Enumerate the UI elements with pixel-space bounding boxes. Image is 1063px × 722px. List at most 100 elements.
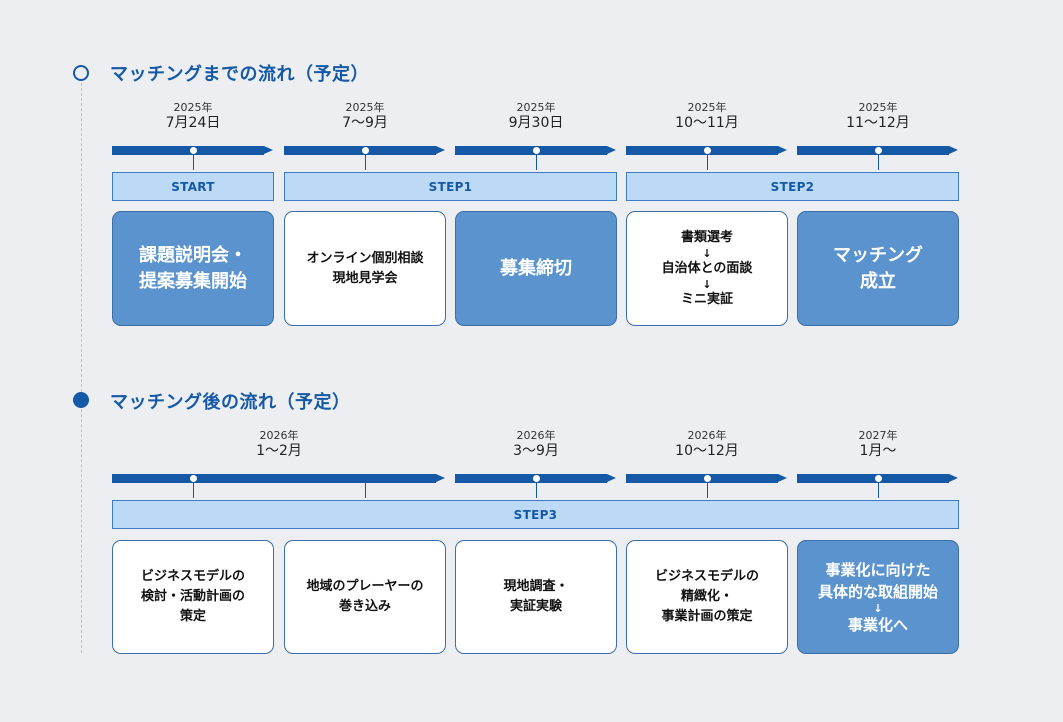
section2-title: マッチング後の流れ（予定）	[110, 392, 351, 413]
date-value: 11〜12月	[846, 115, 910, 131]
card-local-players: 地域のプレーヤーの 巻き込み	[284, 540, 446, 654]
card-line: 策定	[179, 609, 206, 624]
date-value: 3〜9月	[513, 443, 559, 459]
down-arrow-icon: ↓	[873, 601, 883, 615]
timeline-tick	[536, 482, 537, 498]
card-line: 地域のプレーヤーの	[306, 579, 424, 594]
card-line: オンライン個別相談	[306, 250, 424, 266]
date-year: 2025年	[173, 101, 213, 114]
timeline-arrow	[112, 146, 273, 155]
timeline-arrow	[284, 146, 445, 155]
card-line: 検討・活動計画の	[140, 589, 245, 604]
timeline-node	[874, 474, 883, 483]
card-commercialization: 事業化に向けた 具体的な取組開始 ↓ 事業化へ	[797, 540, 959, 654]
card-line: 書類選考	[680, 229, 733, 245]
card-line: 成立	[860, 270, 896, 292]
date-year: 2027年	[858, 429, 898, 442]
card-line: 事業化に向けた	[825, 560, 931, 579]
card-consultation: オンライン個別相談 現地見学会	[284, 211, 446, 326]
date-year: 2025年	[345, 101, 385, 114]
timeline-tick	[536, 154, 537, 170]
timeline-tick	[707, 482, 708, 498]
section1-title: マッチングまでの流れ（予定）	[110, 64, 369, 85]
card-line: 事業化へ	[847, 615, 908, 634]
card-line: 巻き込み	[338, 599, 391, 614]
date-year: 2026年	[687, 429, 727, 442]
timeline-tick	[707, 154, 708, 170]
card-selection: 書類選考 ↓ 自治体との面談 ↓ ミニ実証	[626, 211, 788, 326]
timeline-arrow	[455, 474, 616, 483]
step-bar-start: START	[112, 172, 274, 201]
date-year: 2025年	[858, 101, 898, 114]
timeline-node	[874, 146, 883, 155]
card-line: ミニ実証	[680, 291, 733, 307]
card-line: 現地調査・	[503, 579, 569, 594]
timeline-tick	[878, 482, 879, 498]
card-line: 実証実験	[509, 599, 562, 614]
timeline-arrow	[455, 146, 616, 155]
timeline-arrow	[626, 146, 787, 155]
card-line: ビジネスモデルの	[654, 569, 759, 584]
card-line: 募集締切	[500, 257, 572, 279]
card-line: 提案募集開始	[139, 270, 247, 292]
timeline-node	[189, 474, 198, 483]
down-arrow-icon: ↓	[702, 246, 712, 260]
step-bar-step1: STEP1	[284, 172, 617, 201]
step-bar-step2: STEP2	[626, 172, 959, 201]
section-marker-filled	[73, 392, 89, 408]
card-line: マッチング	[833, 244, 923, 266]
date-year: 2025年	[516, 101, 556, 114]
timeline-node	[703, 146, 712, 155]
card-business-plan: ビジネスモデルの 精緻化・ 事業計画の策定	[626, 540, 788, 654]
section-marker-hollow	[73, 65, 89, 81]
timeline-node	[189, 146, 198, 155]
date-year: 2025年	[687, 101, 727, 114]
date-value: 10〜12月	[675, 443, 739, 459]
down-arrow-icon: ↓	[702, 277, 712, 291]
timeline-tick	[193, 154, 194, 170]
date-value: 10〜11月	[675, 115, 739, 131]
date-value: 7〜9月	[342, 115, 388, 131]
date-value: 1〜2月	[256, 443, 302, 459]
timeline-arrow	[626, 474, 787, 483]
date-year: 2026年	[516, 429, 556, 442]
timeline-vertical-line	[81, 83, 82, 653]
card-line: 自治体との面談	[661, 260, 753, 276]
card-kickoff: 課題説明会・ 提案募集開始	[112, 211, 274, 326]
timeline-node	[532, 474, 541, 483]
timeline-tick	[878, 154, 879, 170]
card-line: 課題説明会・	[139, 244, 247, 266]
card-field-survey: 現地調査・ 実証実験	[455, 540, 617, 654]
step-bar-step3: STEP3	[112, 500, 959, 529]
timeline-arrow	[797, 474, 958, 483]
date-value: 7月24日	[165, 115, 221, 131]
date-year: 2026年	[259, 429, 299, 442]
timeline-arrow	[112, 474, 445, 483]
timeline-node	[703, 474, 712, 483]
card-deadline: 募集締切	[455, 211, 617, 326]
card-line: 精緻化・	[680, 589, 733, 604]
timeline-tick	[365, 154, 366, 170]
card-matching-success: マッチング 成立	[797, 211, 959, 326]
card-line: ビジネスモデルの	[140, 569, 245, 584]
timeline-node	[361, 146, 370, 155]
card-line: 現地見学会	[332, 270, 398, 286]
timeline-tick	[193, 482, 194, 498]
timeline-arrow	[797, 146, 958, 155]
card-business-model: ビジネスモデルの 検討・活動計画の 策定	[112, 540, 274, 654]
card-line: 具体的な取組開始	[817, 582, 938, 601]
date-value: 1月〜	[859, 443, 897, 459]
date-value: 9月30日	[508, 115, 564, 131]
timeline-node	[532, 146, 541, 155]
timeline-tick	[365, 482, 366, 498]
card-line: 事業計画の策定	[661, 609, 753, 624]
